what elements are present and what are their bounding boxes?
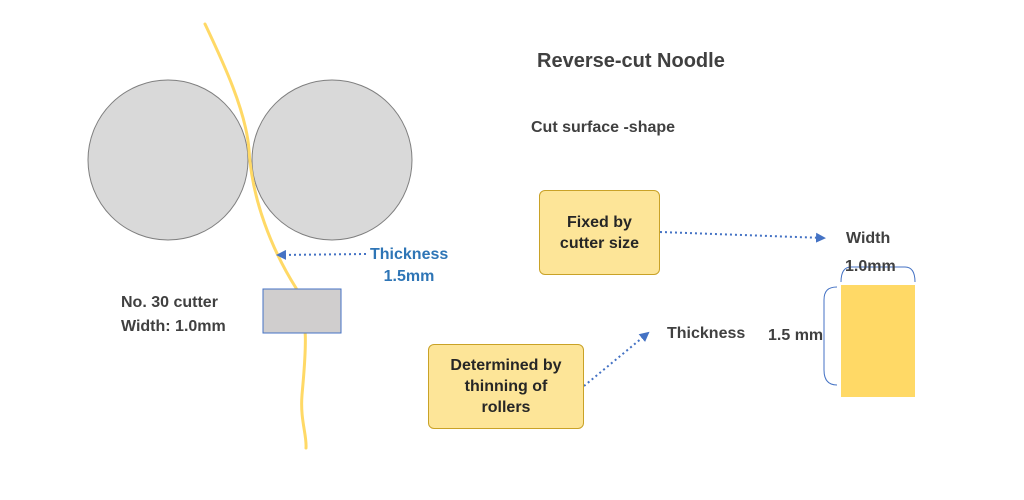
cut-surface-subtitle: Cut surface -shape xyxy=(531,119,676,136)
roller-thickness-arrow xyxy=(276,249,367,260)
thickness-bracket xyxy=(823,286,838,386)
noodle-strand xyxy=(203,22,308,450)
fixed-box-line2: cutter size xyxy=(559,234,640,252)
fixed-box-line1: Fixed by xyxy=(567,213,632,231)
roller-thickness-label: Thickness 1.5mm xyxy=(370,244,448,288)
roller-thickness-label-line1: Thickness xyxy=(370,246,449,263)
fixed-arrow xyxy=(659,231,826,243)
roller-thickness-label-line2: 1.5mm xyxy=(383,268,435,285)
width-label: Width xyxy=(846,230,891,247)
determined-by-rollers-box: Determined by thinning of rollers xyxy=(428,344,584,429)
cutter-label: No. 30 cutter Width: 1.0mm xyxy=(121,291,226,339)
left-roller xyxy=(87,79,249,241)
right-roller xyxy=(251,79,413,241)
fixed-by-cutter-box: Fixed by cutter size xyxy=(539,190,660,275)
cutter-label-line2: Width: 1.0mm xyxy=(121,318,226,335)
determined-box-line1: Determined by xyxy=(450,357,562,374)
determined-box-line3: rollers xyxy=(481,399,531,416)
noodle-cross-section xyxy=(841,285,915,397)
determined-arrow xyxy=(583,331,650,387)
cutter-block xyxy=(262,288,342,334)
width-bracket xyxy=(840,266,916,283)
cross-section-thickness-label: Thickness xyxy=(667,325,746,342)
cross-section-thickness-value: 1.5 mm xyxy=(768,327,824,344)
determined-box-line2: thinning of xyxy=(464,378,548,395)
width-value: 1.0mm xyxy=(845,258,896,275)
cutter-label-line1: No. 30 cutter xyxy=(121,294,218,311)
page-title: Reverse-cut Noodle xyxy=(537,50,725,72)
